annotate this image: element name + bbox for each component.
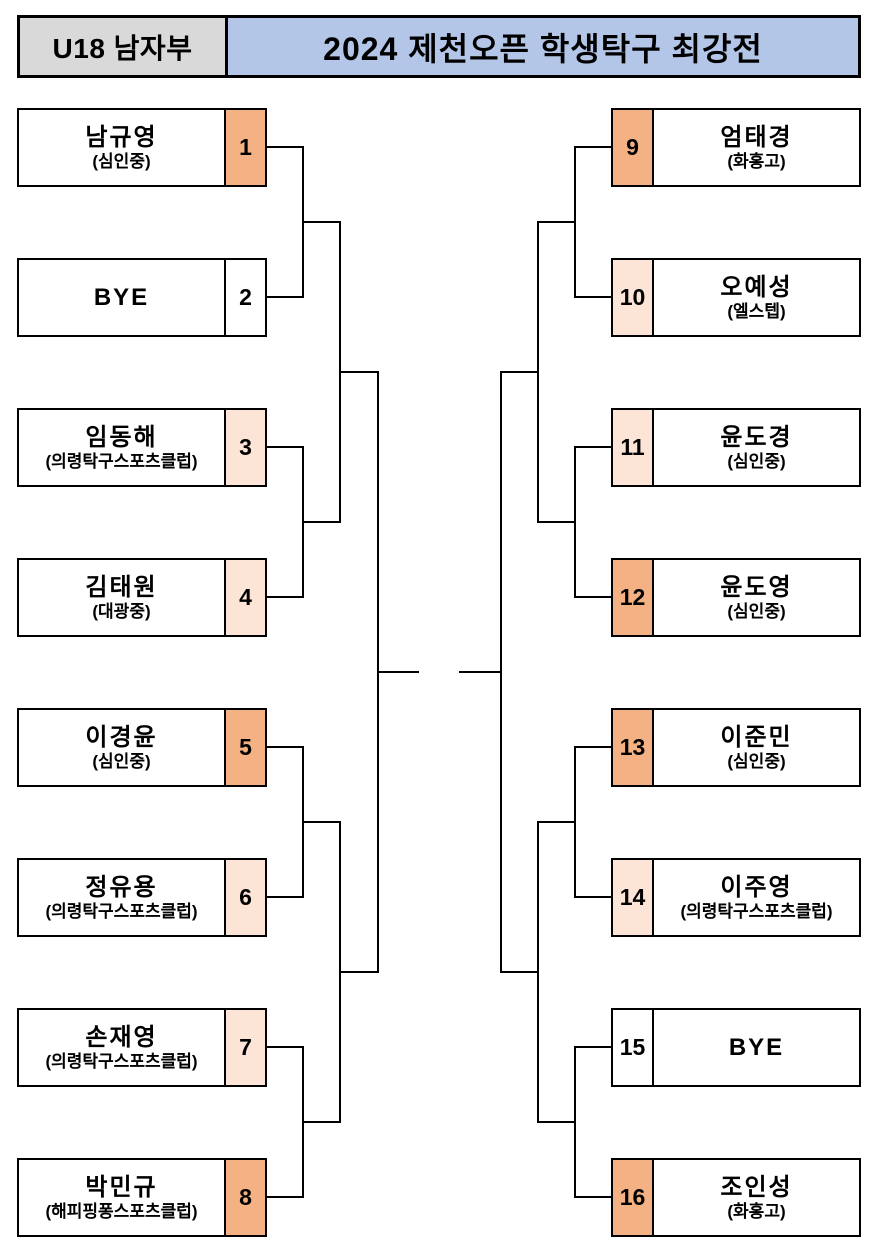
player-club: (심인중) [92,151,151,171]
player-club: (심인중) [727,601,786,621]
player-name: 김태원 [85,573,158,601]
player-club: (의령탁구스포츠클럽) [680,901,833,921]
player-club: (심인중) [92,751,151,771]
player-name: 오예성 [720,273,793,301]
seed-number: 16 [613,1160,654,1235]
player-name: 이준민 [720,723,793,751]
seed-number: 2 [224,260,265,335]
seed-number: 8 [224,1160,265,1235]
player-club: (화홍고) [727,1201,786,1221]
seed-number: 3 [224,410,265,485]
player-club: (해피핑퐁스포츠클럽) [45,1201,198,1221]
header: U18 남자부 2024 제천오픈 학생탁구 최강전 [17,15,861,78]
player-name: 정유용 [85,873,158,901]
player-box-seed-6: 정유용 (의령탁구스포츠클럽) 6 [17,858,267,937]
player-box-seed-8: 박민규 (해피핑퐁스포츠클럽) 8 [17,1158,267,1237]
seed-number: 4 [224,560,265,635]
player-club: (의령탁구스포츠클럽) [45,451,198,471]
player-info: 조인성 (화홍고) [654,1160,859,1235]
player-box-seed-15: BYE 15 [611,1008,861,1087]
player-name: BYE [728,1033,785,1061]
player-name: 남규영 [85,123,158,151]
player-name: 박민규 [85,1173,158,1201]
player-info: 김태원 (대광중) [19,560,224,635]
seed-number: 9 [613,110,654,185]
player-name: 이주영 [720,873,793,901]
player-box-seed-2: BYE 2 [17,258,267,337]
seed-number: 5 [224,710,265,785]
player-club: (엘스텝) [727,301,786,321]
player-box-seed-1: 남규영 (심인중) 1 [17,108,267,187]
player-info: 이주영 (의령탁구스포츠클럽) [654,860,859,935]
player-info: 윤도경 (심인중) [654,410,859,485]
player-box-seed-3: 임동해 (의령탁구스포츠클럽) 3 [17,408,267,487]
player-box-seed-5: 이경윤 (심인중) 5 [17,708,267,787]
seed-number: 11 [613,410,654,485]
seed-number: 14 [613,860,654,935]
seed-number: 7 [224,1010,265,1085]
player-name: 이경윤 [85,723,158,751]
page-title: 2024 제천오픈 학생탁구 최강전 [225,18,858,75]
player-name: BYE [93,283,150,311]
player-info: 박민규 (해피핑퐁스포츠클럽) [19,1160,224,1235]
player-name: 윤도영 [720,573,793,601]
player-club: (화홍고) [727,151,786,171]
seed-number: 12 [613,560,654,635]
player-info: 엄태경 (화홍고) [654,110,859,185]
player-name: 조인성 [720,1173,793,1201]
player-name: 손재영 [85,1023,158,1051]
player-box-seed-9: 엄태경 (화홍고) 9 [611,108,861,187]
seed-number: 6 [224,860,265,935]
player-box-seed-14: 이주영 (의령탁구스포츠클럽) 14 [611,858,861,937]
player-info: 오예성 (엘스텝) [654,260,859,335]
seed-number: 13 [613,710,654,785]
player-info: BYE [654,1010,859,1085]
player-box-seed-7: 손재영 (의령탁구스포츠클럽) 7 [17,1008,267,1087]
player-info: 정유용 (의령탁구스포츠클럽) [19,860,224,935]
player-box-seed-13: 이준민 (심인중) 13 [611,708,861,787]
player-box-seed-12: 윤도영 (심인중) 12 [611,558,861,637]
player-club: (의령탁구스포츠클럽) [45,1051,198,1071]
player-club: (의령탁구스포츠클럽) [45,901,198,921]
player-info: 남규영 (심인중) [19,110,224,185]
player-box-seed-10: 오예성 (엘스텝) 10 [611,258,861,337]
seed-number: 1 [224,110,265,185]
player-club: (심인중) [727,751,786,771]
player-info: 손재영 (의령탁구스포츠클럽) [19,1010,224,1085]
player-info: BYE [19,260,224,335]
player-club: (심인중) [727,451,786,471]
player-name: 윤도경 [720,423,793,451]
player-name: 엄태경 [720,123,793,151]
player-box-seed-11: 윤도경 (심인중) 11 [611,408,861,487]
player-info: 임동해 (의령탁구스포츠클럽) [19,410,224,485]
player-info: 이경윤 (심인중) [19,710,224,785]
player-info: 이준민 (심인중) [654,710,859,785]
player-box-seed-4: 김태원 (대광중) 4 [17,558,267,637]
division-label: U18 남자부 [20,18,225,75]
player-club: (대광중) [92,601,151,621]
player-name: 임동해 [85,423,158,451]
seed-number: 10 [613,260,654,335]
player-box-seed-16: 조인성 (화홍고) 16 [611,1158,861,1237]
player-info: 윤도영 (심인중) [654,560,859,635]
seed-number: 15 [613,1010,654,1085]
